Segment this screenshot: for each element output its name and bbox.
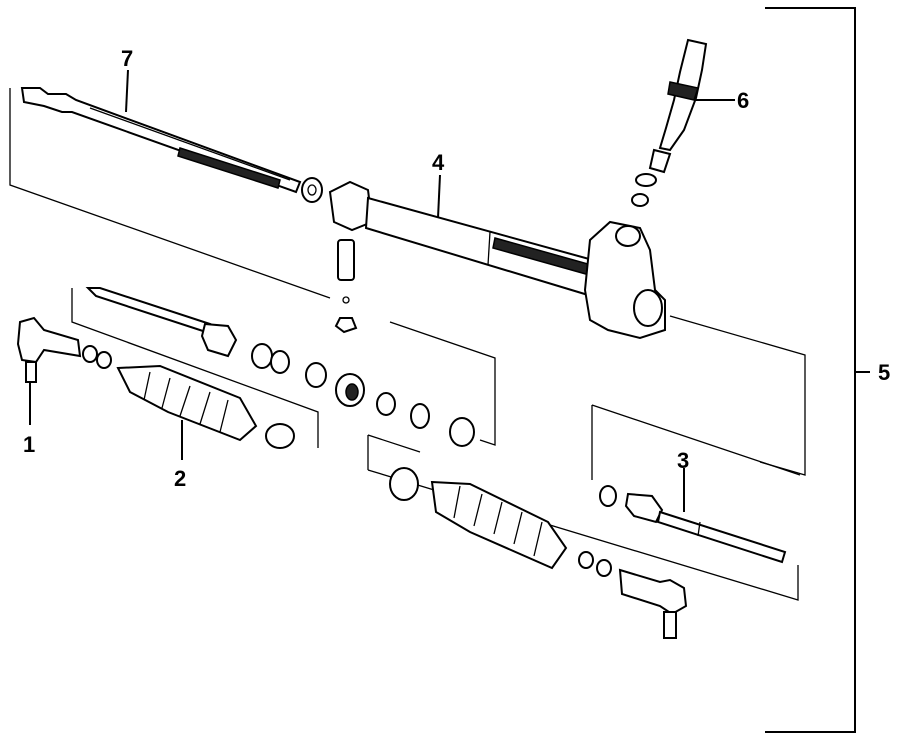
callout-6: 6 <box>737 88 749 113</box>
left-seal-box <box>71 288 496 448</box>
right-outer-tie-rod-end <box>618 568 688 639</box>
rack-seals <box>305 362 475 447</box>
inner-rack-rod <box>20 87 323 203</box>
right-inner-tie-rod <box>599 485 787 564</box>
callout-1: 1 <box>23 432 35 457</box>
assembly-bracket <box>765 7 870 733</box>
left-bellows-boot <box>116 364 295 449</box>
left-inner-tie-rod <box>85 287 290 374</box>
leader-lines <box>29 69 735 512</box>
callout-3: 3 <box>677 448 689 473</box>
right-seal-box <box>367 404 801 601</box>
callout-5: 5 <box>878 360 890 385</box>
callout-7: 7 <box>121 46 133 71</box>
right-bellows-boot <box>389 467 612 577</box>
upper-parts-box <box>9 88 806 476</box>
callout-4: 4 <box>432 150 445 175</box>
callout-2: 2 <box>174 466 186 491</box>
left-outer-tie-rod-end <box>16 316 112 383</box>
pinion-shaft <box>631 38 708 207</box>
rack-housing <box>328 180 666 340</box>
